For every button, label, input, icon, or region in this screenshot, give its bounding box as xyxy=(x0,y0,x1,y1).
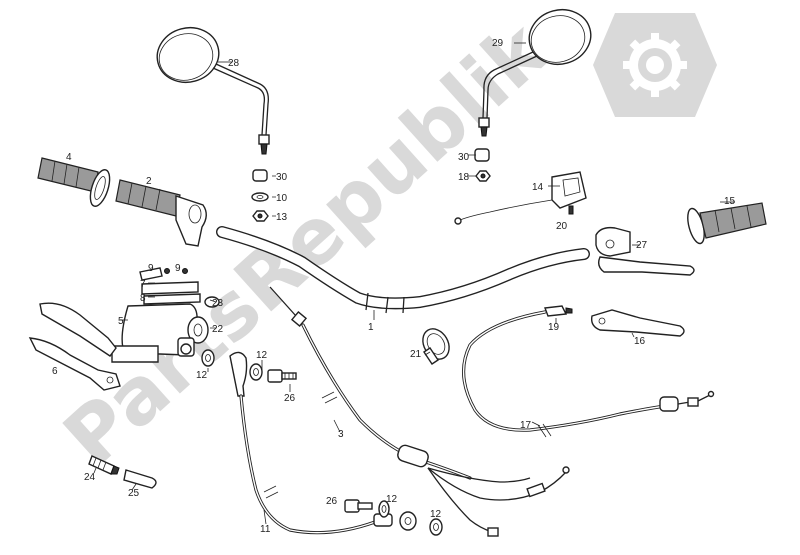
callout-26-left: 26 xyxy=(284,393,296,404)
callout-11: 11 xyxy=(260,524,271,535)
callout-20: 20 xyxy=(556,221,568,232)
callout-2: 2 xyxy=(146,176,152,187)
callout-17: 17 xyxy=(520,420,532,431)
callout-28: 28 xyxy=(228,58,240,69)
callout-14: 14 xyxy=(532,182,544,193)
callout-27: 27 xyxy=(636,240,648,251)
callout-labels: 28 29 30 10 13 30 18 14 20 4 2 15 27 9 9… xyxy=(52,38,736,535)
callout-25: 25 xyxy=(128,488,140,499)
throttle-cable xyxy=(269,286,570,537)
callout-29: 29 xyxy=(492,38,504,49)
callout-12-d: 12 xyxy=(430,509,442,520)
master-cylinder xyxy=(111,267,220,363)
right-grip xyxy=(687,202,767,245)
callout-9-a: 9 xyxy=(148,263,154,274)
cable-clamp xyxy=(422,328,450,365)
callout-19: 19 xyxy=(548,322,560,333)
right-switch xyxy=(454,171,587,225)
callout-22: 22 xyxy=(212,324,224,335)
callout-5: 5 xyxy=(118,316,124,327)
left-grip xyxy=(37,157,111,207)
callout-18: 18 xyxy=(458,172,470,183)
leader-lines xyxy=(93,42,735,525)
callout-9-b: 9 xyxy=(175,263,181,274)
callout-23: 23 xyxy=(212,298,224,309)
callout-15: 15 xyxy=(724,196,736,207)
right-lever-assembly xyxy=(595,226,695,276)
watermark-text: PartsRepublik xyxy=(47,4,566,484)
left-levers xyxy=(28,302,121,391)
clutch-cable xyxy=(461,305,715,438)
callout-10: 10 xyxy=(276,193,288,204)
left-fittings xyxy=(201,349,297,383)
gear-logo-icon xyxy=(593,13,717,117)
callout-4: 4 xyxy=(66,152,72,163)
throttle-grip xyxy=(115,179,207,247)
callout-3: 3 xyxy=(338,429,344,440)
callout-7: 7 xyxy=(140,279,146,290)
cable-adjusters xyxy=(88,455,157,489)
callout-26-right: 26 xyxy=(326,496,338,507)
callout-24: 24 xyxy=(84,472,96,483)
right-lever xyxy=(590,309,685,337)
callout-30-left: 30 xyxy=(276,172,288,183)
callout-13: 13 xyxy=(276,212,288,223)
callout-8: 8 xyxy=(140,293,146,304)
left-mirror xyxy=(156,27,270,155)
handlebar xyxy=(216,226,590,314)
right-mirror xyxy=(478,9,592,137)
right-mirror-hardware xyxy=(474,148,491,182)
callout-12-c: 12 xyxy=(386,494,398,505)
callout-12-a: 12 xyxy=(196,370,208,381)
callout-6: 6 xyxy=(52,366,58,377)
left-mirror-hardware xyxy=(251,169,269,222)
brake-hose xyxy=(229,351,393,535)
callout-12-b: 12 xyxy=(256,350,268,361)
right-fittings xyxy=(344,499,443,536)
callout-1: 1 xyxy=(368,322,374,333)
callout-30-right: 30 xyxy=(458,152,470,163)
callout-21: 21 xyxy=(410,349,422,360)
callout-16: 16 xyxy=(634,336,646,347)
